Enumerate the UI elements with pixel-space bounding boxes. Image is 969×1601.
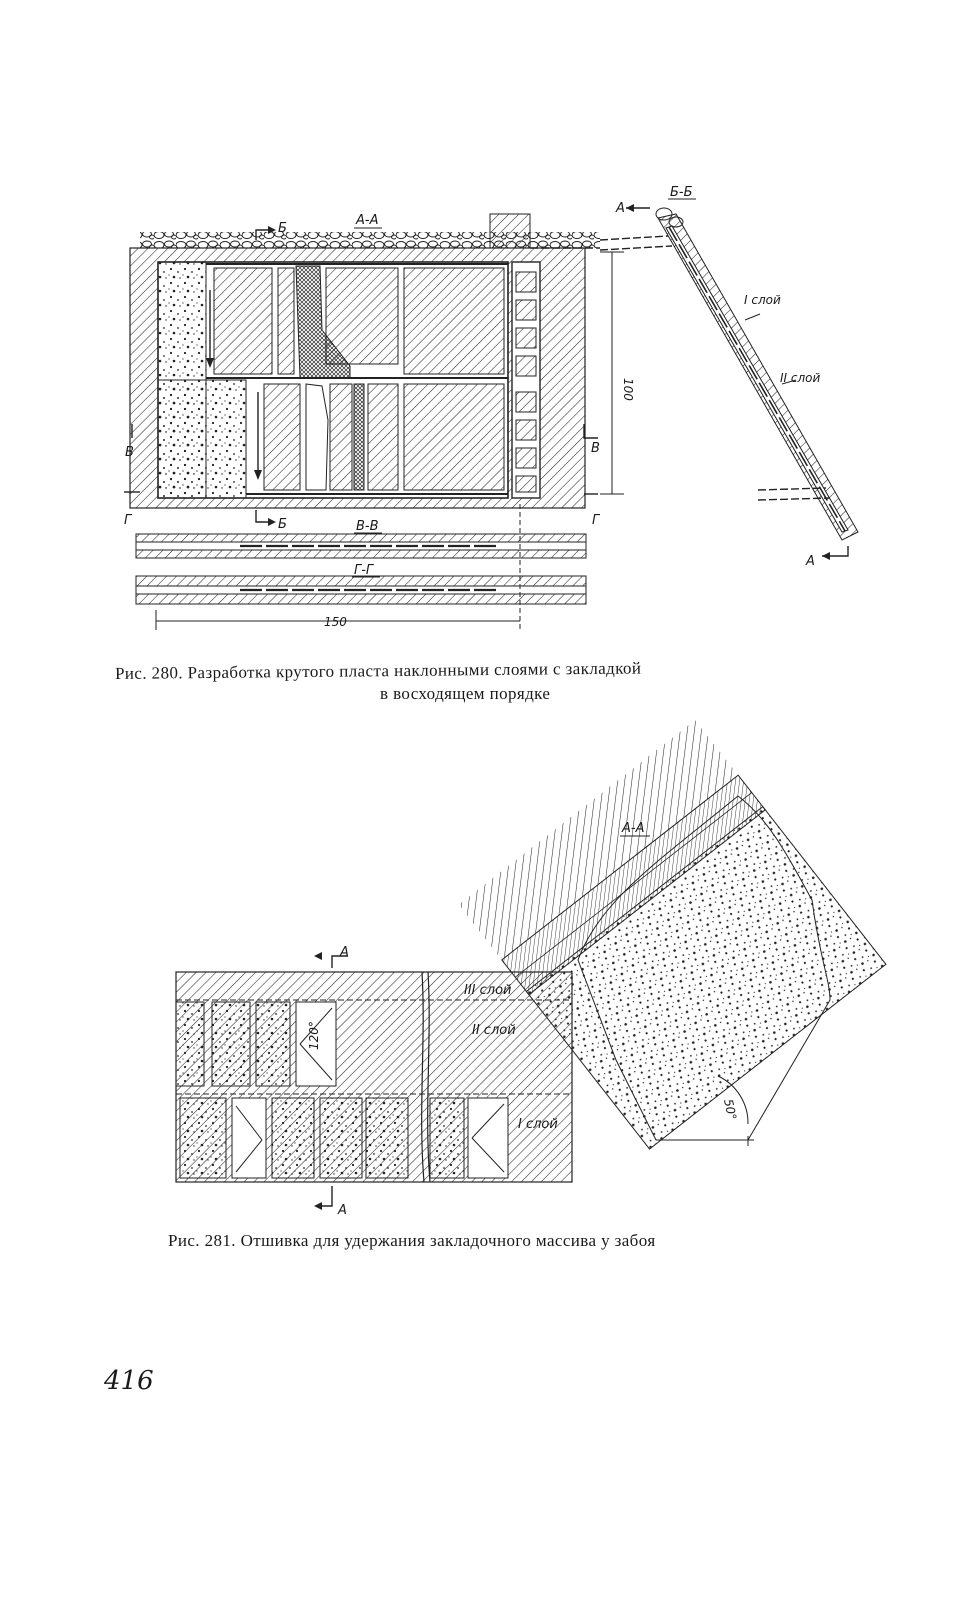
figure-281-caption: Рис. 281. Отшивка для удержания закладоч… (168, 1231, 656, 1250)
label-281-angle-120: 120° (307, 1021, 321, 1050)
label-marker-g-right: Г (592, 513, 601, 528)
label-281-layer-2: II слой (472, 1023, 516, 1038)
label-marker-g-left: Г (124, 513, 133, 528)
figure-280-caption-line2: в восходящем порядке (380, 684, 551, 703)
label-marker-a-top: А (615, 201, 625, 216)
label-marker-a-bottom: А (805, 554, 815, 569)
label-marker-v-left: В (125, 445, 134, 460)
label-layer-2: II слой (780, 371, 821, 385)
label-section-vv: В-В (356, 519, 379, 534)
figure-281-labels: А-А А А III слой II слой I слой 120° 50° (307, 821, 739, 1218)
label-281-layer-1: I слой (518, 1117, 558, 1132)
label-marker-v-right: В (591, 441, 600, 456)
label-layer-1: I слой (744, 293, 781, 307)
label-dim-100: 100 (621, 378, 635, 401)
figure-281-drawing (175, 720, 887, 1210)
figure-280-drawing (124, 204, 859, 632)
label-section-bb-top: Б-Б (670, 185, 693, 200)
label-281-layer-3: III слой (464, 983, 512, 998)
label-section-gg: Г-Г (354, 563, 375, 578)
label-281-angle-50: 50° (721, 1098, 739, 1122)
label-281-marker-a-top: А (339, 945, 349, 960)
page-number: 416 (104, 1366, 154, 1396)
label-281-marker-a-bottom: А (337, 1203, 347, 1218)
label-281-section-aa: А-А (621, 821, 644, 836)
label-marker-b-bottom: Б (278, 517, 287, 532)
label-dim-150: 150 (324, 615, 347, 629)
figure-280-labels: А-А Б-Б Б Б В В Г Г А А В-В Г-Г I слой I… (124, 185, 821, 629)
label-section-aa: А-А (355, 213, 378, 228)
label-marker-b-top: Б (278, 221, 287, 236)
